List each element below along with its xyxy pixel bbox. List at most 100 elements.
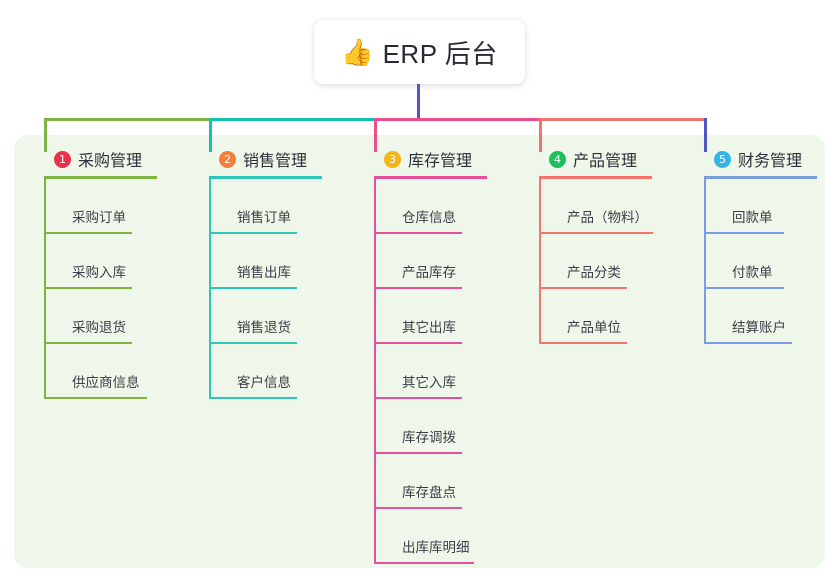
connector-drop-3	[374, 118, 377, 152]
branch-badge-1: 1	[54, 150, 71, 168]
leaf-node-label: 库存盘点	[402, 484, 456, 500]
leaf-node[interactable]: 付款单	[704, 234, 786, 289]
leaf-node-rule	[209, 397, 297, 399]
branch-spine-4	[539, 179, 541, 344]
leaf-node-rule	[44, 287, 132, 289]
leaf-node-rule	[209, 342, 297, 344]
leaf-node-rule	[374, 507, 462, 509]
branch-header-rule-2	[209, 176, 322, 179]
branch-items-4: 产品（物料） 产品分类产品单位	[539, 179, 653, 344]
leaf-node-label: 销售退货	[237, 319, 291, 335]
leaf-node-label: 产品库存	[402, 264, 456, 280]
branch-header-3[interactable]: 3 库存管理	[364, 146, 514, 172]
connector-bus-segment-3	[374, 118, 541, 121]
leaf-node[interactable]: 销售订单	[209, 179, 297, 234]
leaf-node[interactable]: 采购入库	[44, 234, 140, 289]
leaf-node-label: 付款单	[732, 264, 773, 280]
leaf-node-rule	[374, 287, 462, 289]
leaf-node-rule	[44, 397, 147, 399]
leaf-node-rule	[374, 562, 474, 564]
branch-column-2: 2 销售管理销售订单销售出库销售退货客户信息	[199, 146, 349, 399]
leaf-node-label: 产品（物料）	[567, 209, 648, 225]
branch-header-rule-5	[704, 176, 817, 179]
leaf-node[interactable]: 其它出库	[374, 289, 470, 344]
leaf-node[interactable]: 库存盘点	[374, 454, 470, 509]
branch-spine-5	[704, 179, 706, 344]
leaf-node[interactable]: 仓库信息	[374, 179, 470, 234]
leaf-node[interactable]: 供应商信息	[44, 344, 147, 399]
thumbs-up-icon: 👍	[341, 37, 374, 67]
leaf-node[interactable]: 采购订单	[44, 179, 140, 234]
leaf-node-label: 其它出库	[402, 319, 456, 335]
leaf-node-rule	[44, 342, 132, 344]
leaf-node-label: 结算账户	[732, 319, 786, 335]
branch-title-2: 销售管理	[243, 153, 308, 170]
leaf-node[interactable]: 回款单	[704, 179, 786, 234]
branch-badge-2: 2	[219, 150, 236, 168]
branch-title-4: 产品管理	[573, 153, 638, 170]
leaf-node-label: 其它入库	[402, 374, 456, 390]
branch-spine-2	[209, 179, 211, 399]
branch-items-2: 销售订单销售出库销售退货客户信息	[209, 179, 297, 399]
leaf-node-rule	[209, 287, 297, 289]
root-node-label: ERP 后台	[382, 38, 498, 69]
branch-header-2[interactable]: 2 销售管理	[199, 146, 349, 172]
leaf-node[interactable]: 采购退货	[44, 289, 140, 344]
leaf-node-label: 采购入库	[72, 264, 126, 280]
leaf-node[interactable]: 产品库存	[374, 234, 470, 289]
leaf-node-rule	[374, 452, 462, 454]
leaf-node-label: 供应商信息	[72, 374, 140, 390]
root-node-content: 👍 ERP 后台	[341, 34, 498, 71]
leaf-node-label: 仓库信息	[402, 209, 456, 225]
connector-trunk	[417, 84, 420, 120]
branch-header-5[interactable]: 5 财务管理	[694, 146, 839, 172]
connector-bus-segment-2	[209, 118, 376, 121]
branch-items-1: 采购订单采购入库采购退货供应商信息	[44, 179, 147, 399]
connector-bus-segment-1	[44, 118, 211, 121]
leaf-node[interactable]: 产品分类	[539, 234, 648, 289]
branch-badge-3: 3	[384, 150, 401, 168]
connector-drop-1	[44, 118, 47, 152]
branch-items-5: 回款单付款单结算账户	[704, 179, 792, 344]
connector-drop-2	[209, 118, 212, 152]
branch-header-1[interactable]: 1 采购管理	[34, 146, 184, 172]
connector-drop-4	[539, 118, 542, 152]
leaf-node[interactable]: 销售退货	[209, 289, 297, 344]
connector-bus-segment-4	[539, 118, 706, 121]
branch-badge-4: 4	[549, 150, 566, 168]
leaf-node[interactable]: 产品（物料）	[539, 179, 653, 234]
branch-spine-3	[374, 179, 376, 564]
leaf-node[interactable]: 客户信息	[209, 344, 297, 399]
branch-column-5: 5 财务管理回款单付款单结算账户	[694, 146, 839, 344]
branch-title-3: 库存管理	[408, 153, 473, 170]
leaf-node[interactable]: 产品单位	[539, 289, 648, 344]
leaf-node[interactable]: 库存调拨	[374, 399, 470, 454]
leaf-node-label: 回款单	[732, 209, 773, 225]
branch-header-rule-1	[44, 176, 157, 179]
leaf-node-rule	[704, 232, 784, 234]
leaf-node[interactable]: 结算账户	[704, 289, 792, 344]
connector-drop-5	[704, 118, 707, 152]
branch-badge-5: 5	[714, 150, 731, 168]
diagram-panel	[14, 135, 825, 568]
leaf-node-label: 库存调拨	[402, 429, 456, 445]
leaf-node-rule	[704, 342, 792, 344]
leaf-node-rule	[374, 232, 462, 234]
leaf-node-label: 采购退货	[72, 319, 126, 335]
branch-header-rule-3	[374, 176, 487, 179]
branch-column-1: 1 采购管理采购订单采购入库采购退货供应商信息	[34, 146, 184, 399]
leaf-node[interactable]: 出库库明细	[374, 509, 474, 564]
leaf-node[interactable]: 销售出库	[209, 234, 297, 289]
branch-column-3: 3 库存管理仓库信息产品库存其它出库其它入库库存调拨库存盘点出库库明细	[364, 146, 514, 564]
leaf-node-rule	[539, 287, 627, 289]
root-node-erp-backend[interactable]: 👍 ERP 后台	[314, 20, 525, 84]
leaf-node[interactable]: 其它入库	[374, 344, 470, 399]
leaf-node-rule	[374, 342, 462, 344]
leaf-node-rule	[44, 232, 132, 234]
branch-header-4[interactable]: 4 产品管理	[529, 146, 679, 172]
leaf-node-rule	[209, 232, 297, 234]
branch-title-1: 采购管理	[78, 153, 143, 170]
leaf-node-rule	[539, 232, 653, 234]
branch-title-5: 财务管理	[738, 153, 803, 170]
